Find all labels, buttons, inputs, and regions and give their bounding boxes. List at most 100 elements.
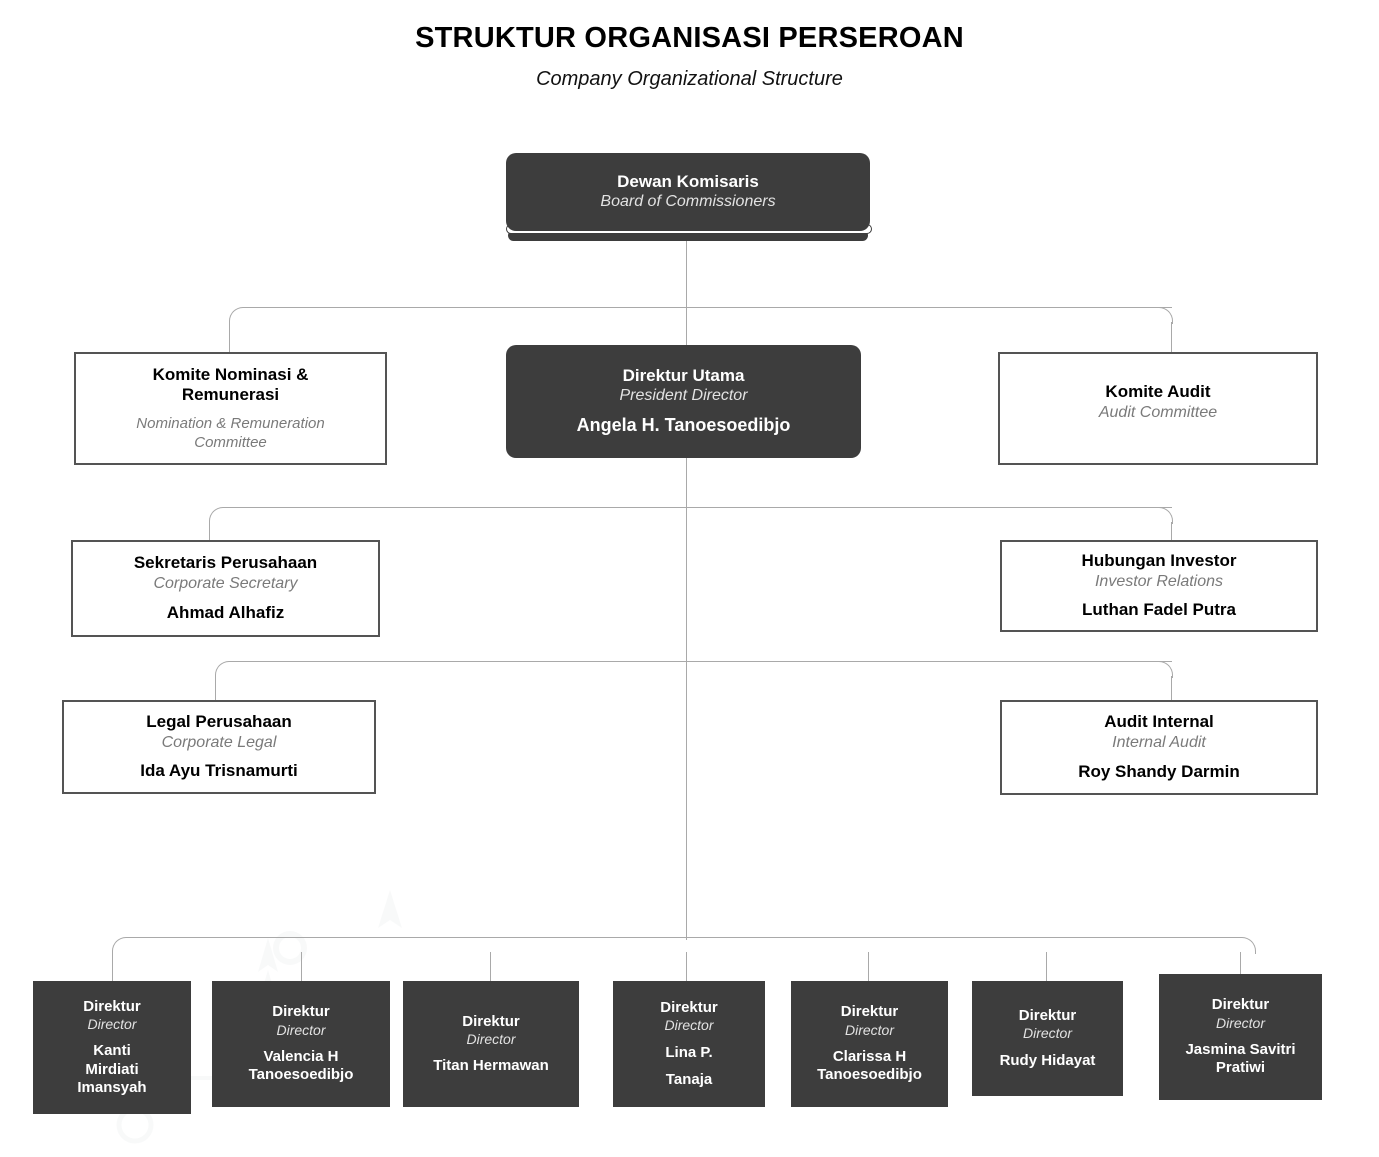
node-person-line1: Kanti bbox=[93, 1042, 131, 1060]
node-title: Direktur bbox=[462, 1012, 520, 1030]
node-person: Roy Shandy Darmin bbox=[1078, 761, 1240, 781]
connector-drop-nomination bbox=[229, 322, 230, 353]
node-person-line1: Lina P. bbox=[665, 1043, 713, 1061]
node-title: Hubungan Investor bbox=[1081, 550, 1237, 570]
spacer bbox=[621, 1035, 757, 1044]
connector-drop-director-4 bbox=[686, 952, 687, 981]
node-corporate-secretary[interactable]: Sekretaris Perusahaan Corporate Secretar… bbox=[71, 540, 380, 637]
connector-drop-internal-audit bbox=[1171, 676, 1172, 700]
page-subtitle: Company Organizational Structure bbox=[536, 68, 843, 90]
connector-corner-left-l2 bbox=[229, 307, 246, 324]
node-title: Komite Audit bbox=[1105, 382, 1211, 401]
spacer bbox=[621, 1062, 757, 1071]
node-investor-relations[interactable]: Hubungan Investor Investor Relations Lut… bbox=[1000, 540, 1318, 632]
spacer bbox=[1010, 592, 1308, 601]
node-title-line1: Komite Nominasi & bbox=[152, 364, 309, 384]
connector-drop-audit-committee bbox=[1171, 322, 1172, 353]
node-person-line2: Mirdiati bbox=[85, 1060, 139, 1078]
connector-drop-director-3 bbox=[490, 952, 491, 981]
page-title: STRUKTUR ORGANISASI PERSEROAN bbox=[415, 22, 964, 54]
node-person: Ida Ayu Trisnamurti bbox=[140, 761, 298, 781]
node-person-line1: Rudy Hidayat bbox=[999, 1051, 1096, 1069]
spacer bbox=[220, 1039, 382, 1048]
node-title: Direktur bbox=[83, 997, 141, 1015]
node-subtitle: President Director bbox=[619, 387, 748, 405]
node-person-line2: Tanoesoedibjo bbox=[817, 1066, 922, 1084]
node-title: Direktur Utama bbox=[622, 365, 745, 385]
spacer bbox=[1010, 753, 1308, 762]
node-title: Direktur bbox=[660, 999, 718, 1016]
node-internal-audit[interactable]: Audit Internal Internal Audit Roy Shandy… bbox=[1000, 700, 1318, 795]
connector-bus-l4 bbox=[230, 661, 1172, 662]
spacer bbox=[411, 1048, 571, 1057]
node-subtitle: Director bbox=[466, 1030, 516, 1047]
spacer bbox=[81, 594, 370, 603]
node-title: Direktur bbox=[1211, 996, 1270, 1014]
node-subtitle: Board of Commissioners bbox=[600, 193, 776, 211]
node-subtitle: Director bbox=[844, 1021, 894, 1038]
node-person-line1: Jasmina Savitri bbox=[1185, 1041, 1296, 1058]
node-director-5[interactable]: Direktur Director Clarissa H Tanoesoedib… bbox=[791, 981, 948, 1107]
node-title: Audit Internal bbox=[1104, 712, 1214, 732]
node-person-line2: Tanaja bbox=[665, 1070, 713, 1088]
connector-drop-director-5 bbox=[868, 952, 869, 981]
connector-corner-left-l3 bbox=[209, 507, 226, 524]
connector-corner-right-l5 bbox=[1239, 937, 1256, 954]
node-board-of-commissioners[interactable]: Dewan Komisaris Board of Commissioners bbox=[506, 153, 870, 231]
node-director-1[interactable]: Direktur Director Kanti Mirdiati Imansya… bbox=[33, 981, 191, 1114]
node-director-7[interactable]: Direktur Director Jasmina Savitri Pratiw… bbox=[1159, 974, 1322, 1100]
connector-bus-l2 bbox=[244, 307, 1172, 308]
node-person-line1: Clarissa H bbox=[832, 1048, 907, 1065]
node-person: Ahmad Alhafiz bbox=[166, 602, 285, 622]
node-subtitle: Internal Audit bbox=[1112, 734, 1206, 752]
node-title: Direktur bbox=[272, 1003, 330, 1021]
node-title: Dewan Komisaris bbox=[617, 171, 759, 191]
node-director-3[interactable]: Direktur Director Titan Hermawan bbox=[403, 981, 579, 1107]
node-person-line1: Valencia H bbox=[263, 1048, 339, 1065]
node-subtitle-line1: Nomination & Remuneration bbox=[136, 414, 325, 432]
node-person-line2: Tanoesoedibjo bbox=[248, 1066, 354, 1084]
node-subtitle: Director bbox=[664, 1017, 714, 1034]
connector-corner-left-l5 bbox=[112, 937, 129, 954]
node-person: Luthan Fadel Putra bbox=[1082, 600, 1236, 620]
node-title-line2: Remunerasi bbox=[181, 385, 280, 405]
node-title: Sekretaris Perusahaan bbox=[133, 553, 318, 573]
node-subtitle: Investor Relations bbox=[1094, 572, 1224, 590]
connector-drop-investor-relations bbox=[1171, 522, 1172, 541]
node-director-2[interactable]: Direktur Director Valencia H Tanoesoedib… bbox=[212, 981, 390, 1107]
node-nomination-remuneration-committee[interactable]: Komite Nominasi & Remunerasi Nomination … bbox=[74, 352, 387, 465]
spacer bbox=[1167, 1032, 1314, 1041]
connector-drop-director-6 bbox=[1046, 952, 1047, 981]
node-subtitle: Corporate Secretary bbox=[153, 575, 298, 593]
node-corporate-legal[interactable]: Legal Perusahaan Corporate Legal Ida Ayu… bbox=[62, 700, 376, 794]
node-person-line1: Titan Hermawan bbox=[433, 1057, 549, 1075]
spacer bbox=[41, 1034, 183, 1043]
connector-drop-director-2 bbox=[301, 952, 302, 981]
connector-drop-director-7 bbox=[1240, 952, 1241, 981]
spacer bbox=[72, 753, 366, 762]
node-subtitle: Director bbox=[276, 1021, 326, 1038]
connector-drop-corporate-secretary bbox=[209, 522, 210, 541]
connector-bus-l3 bbox=[224, 507, 1172, 508]
spacer bbox=[84, 406, 377, 415]
node-subtitle-line2: Committee bbox=[194, 433, 267, 451]
node-subtitle: Corporate Legal bbox=[161, 733, 277, 751]
connector-drop-corporate-legal bbox=[215, 676, 216, 700]
node-title: Direktur bbox=[840, 1003, 899, 1021]
connector-bus-l5 bbox=[127, 937, 1240, 938]
connector-trunk-main bbox=[686, 240, 687, 940]
node-president-director[interactable]: Direktur Utama President Director Angela… bbox=[506, 345, 861, 458]
node-subtitle: Director bbox=[87, 1016, 137, 1033]
node-director-4[interactable]: Direktur Director Lina P. Tanaja bbox=[613, 981, 765, 1107]
connector-corner-left-l4 bbox=[215, 661, 232, 678]
node-subtitle: Director bbox=[1022, 1025, 1072, 1042]
node-director-6[interactable]: Direktur Director Rudy Hidayat bbox=[972, 981, 1123, 1096]
commissioners-shadow-plate-2 bbox=[508, 230, 868, 241]
spacer bbox=[799, 1039, 940, 1048]
node-subtitle: Director bbox=[1215, 1014, 1265, 1031]
node-audit-committee[interactable]: Komite Audit Audit Committee bbox=[998, 352, 1318, 465]
node-person-line3: Imansyah bbox=[77, 1078, 147, 1096]
node-person: Angela H. Tanoesoedibjo bbox=[576, 415, 791, 436]
node-person-line2: Pratiwi bbox=[1215, 1059, 1266, 1077]
